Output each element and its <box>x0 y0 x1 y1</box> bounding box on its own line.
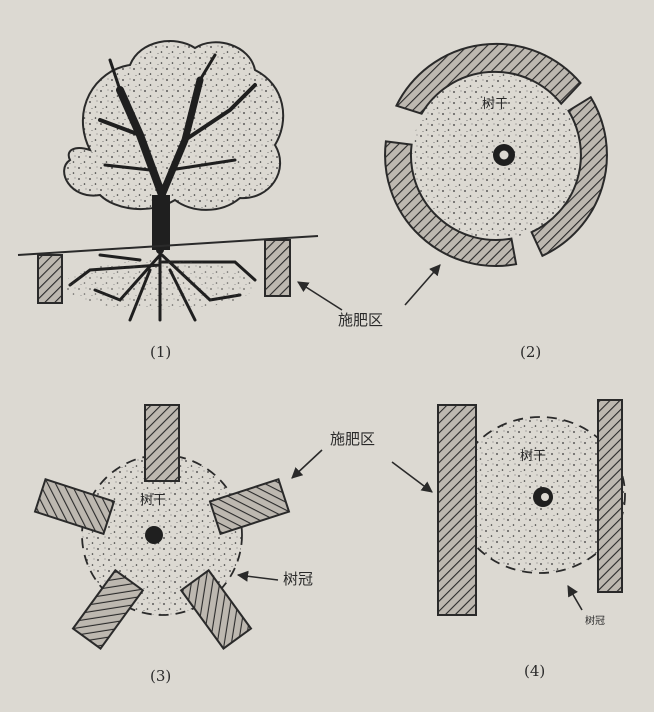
arrow-to-parallel-trench <box>391 461 433 493</box>
radial-trench <box>179 568 253 650</box>
trunk-label-4: 树干 <box>520 449 547 464</box>
tree-canopy <box>63 40 285 211</box>
panel-2-ring <box>384 42 608 267</box>
ring-segment-top <box>394 42 582 115</box>
parallel-trench-left <box>437 404 477 616</box>
trunk-label-2: 树干 <box>482 97 509 112</box>
panel-label-3: (3) <box>150 667 172 685</box>
trench-left <box>37 254 63 304</box>
arrow-to-crown-4 <box>567 585 583 611</box>
fertilizer-zone-label-3: 施肥区 <box>330 430 376 448</box>
radial-trench <box>144 404 180 482</box>
radial-trench <box>208 478 291 536</box>
root-zone-soil <box>65 260 255 310</box>
radial-trench <box>71 568 145 650</box>
panel-label-2: (2) <box>520 343 542 361</box>
crown-label-4: 树冠 <box>585 616 605 627</box>
panel-3-radial <box>33 404 291 650</box>
panel-4-parallel <box>437 399 626 616</box>
trunk-marker-inner <box>541 493 549 501</box>
arrow-to-trench-1 <box>297 281 343 311</box>
ring-segment-right <box>530 95 608 258</box>
ring-segment-left <box>384 140 518 267</box>
fertilizer-zone-label-1: 施肥区 <box>338 311 384 329</box>
tree-trunk <box>152 195 170 250</box>
trunk-label-3: 树干 <box>140 493 167 508</box>
arrow-to-radial-trench <box>291 449 323 479</box>
panel-1-tree <box>17 40 319 322</box>
trunk-marker <box>145 526 163 544</box>
panel-label-4: (4) <box>524 662 546 680</box>
parallel-trench-right <box>597 399 623 593</box>
crown-label-3: 树冠 <box>283 570 314 588</box>
radial-trench <box>33 478 116 536</box>
trench-right <box>264 239 291 297</box>
panel-label-1: (1) <box>150 343 172 361</box>
arrow-to-ring-2 <box>404 264 441 306</box>
trunk-marker-inner <box>499 150 509 160</box>
arrow-to-crown-3 <box>236 570 279 582</box>
